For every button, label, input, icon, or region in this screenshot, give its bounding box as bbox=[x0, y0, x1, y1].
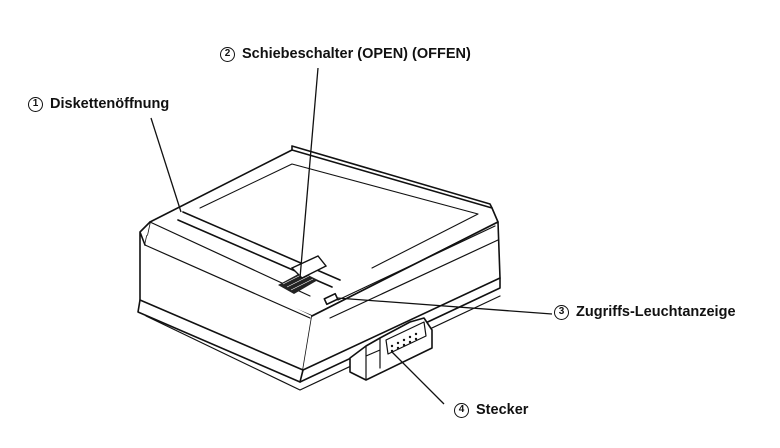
callout-number: 4 bbox=[454, 402, 469, 418]
callout-label: Schiebeschalter (OPEN) (OFFEN) bbox=[242, 46, 471, 62]
connector bbox=[349, 317, 433, 381]
leader-line-1 bbox=[150, 117, 182, 213]
callout-3: 3 Zugriffs-Leuchtanzeige bbox=[554, 304, 736, 320]
connector-pins bbox=[390, 332, 418, 353]
leader-line-2 bbox=[299, 67, 319, 279]
drive-top-edge bbox=[291, 145, 493, 209]
callout-4: 4 Stecker bbox=[454, 402, 528, 418]
callout-label: Diskettenöffnung bbox=[50, 96, 170, 112]
leader-line-4 bbox=[391, 351, 445, 405]
callout-number: 1 bbox=[28, 96, 43, 112]
access-light bbox=[323, 292, 339, 306]
callout-label: Stecker bbox=[476, 402, 529, 418]
callout-number: 2 bbox=[220, 46, 235, 62]
callout-label: Zugriffs-Leuchtanzeige bbox=[576, 304, 736, 320]
callout-2: 2 Schiebeschalter (OPEN) (OFFEN) bbox=[220, 46, 471, 62]
leader-line-3 bbox=[336, 297, 553, 315]
callout-number: 3 bbox=[554, 304, 569, 320]
callout-1: 1 Diskettenöffnung bbox=[28, 96, 169, 112]
